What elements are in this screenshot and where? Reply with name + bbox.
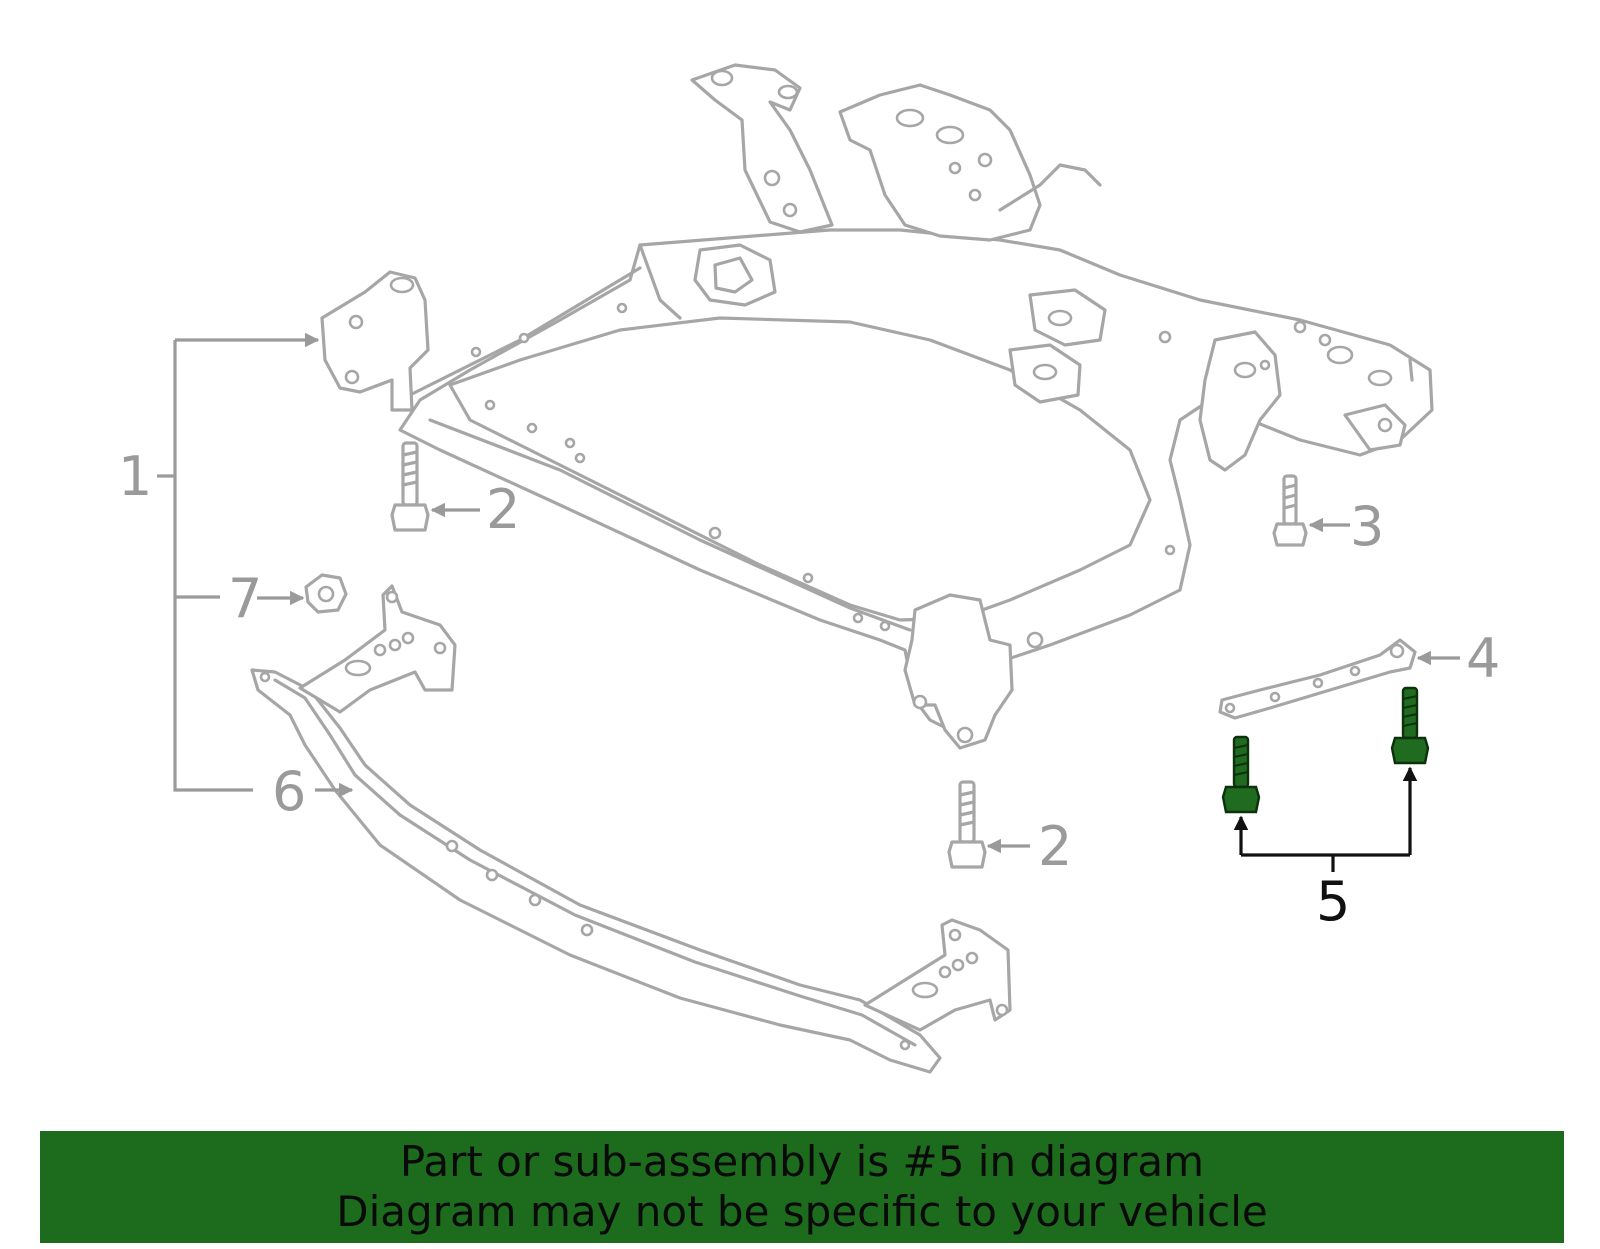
callout-6: 6 xyxy=(272,760,306,823)
bolt-5-right xyxy=(1390,686,1430,765)
callout-7: 7 xyxy=(228,567,262,630)
reinforcement-plate xyxy=(1218,638,1417,720)
callout-4: 4 xyxy=(1466,627,1500,690)
callout-2-upper: 2 xyxy=(486,478,520,541)
bolt-2-lower xyxy=(947,780,987,869)
subframe-assembly xyxy=(320,63,1434,750)
bolt-5-left xyxy=(1221,735,1261,814)
callout-5: 5 xyxy=(1316,870,1350,933)
banner-line-part-number: Part or sub-assembly is #5 in diagram xyxy=(399,1137,1205,1186)
leader-lines xyxy=(157,332,1460,872)
nut-7 xyxy=(304,573,348,614)
bolt-3 xyxy=(1272,474,1308,547)
front-crossmember xyxy=(250,584,1012,1074)
callout-3: 3 xyxy=(1350,495,1384,558)
callout-1: 1 xyxy=(118,445,152,508)
banner-line-disclaimer: Diagram may not be specific to your vehi… xyxy=(336,1187,1268,1236)
info-banner: Part or sub-assembly is #5 in diagram Di… xyxy=(40,1131,1564,1243)
callout-2-lower: 2 xyxy=(1038,815,1072,878)
bolt-2-upper xyxy=(390,441,430,532)
